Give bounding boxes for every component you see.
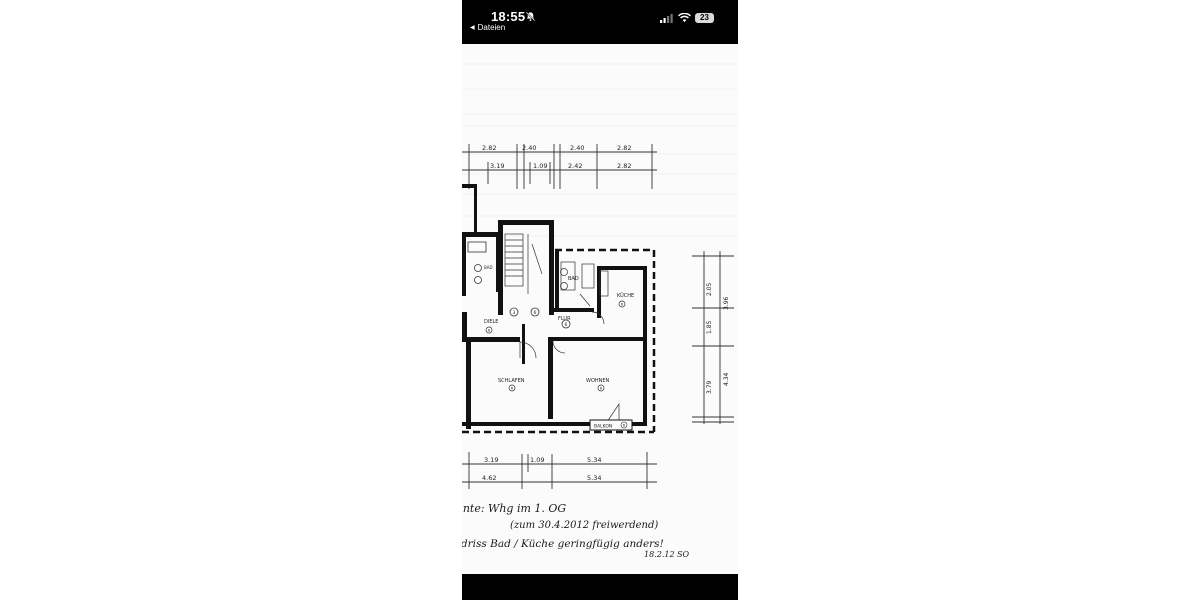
- stair-number-1: 3: [513, 310, 516, 316]
- dim-right-4: 3.96: [723, 296, 730, 310]
- dim-bottom-3: 5.34: [587, 456, 601, 464]
- room-kueche: KÜCHE: [617, 292, 634, 299]
- room-number-wohnen: 6: [600, 386, 603, 391]
- dim-right-5: 4.34: [723, 372, 730, 386]
- bell-slash-icon: [525, 11, 536, 22]
- note-line-1: Variante: Whg im 1. OG: [462, 502, 566, 515]
- dim-bottom-4: 4.62: [482, 474, 496, 482]
- room-bad: BAD: [568, 276, 579, 282]
- signal-icon: [660, 14, 673, 23]
- note-line-2: (zum 30.4.2012 freiwerdend): [510, 520, 658, 531]
- dim-top-2: 2.40: [522, 144, 536, 152]
- bottom-bar: [462, 574, 738, 600]
- back-label: Dateien: [477, 23, 506, 32]
- phone-screen: 18:55 ◀ Dateien 23: [462, 0, 738, 600]
- floor-plan-drawing: 2.82 2.40 2.40 2.82 3.19 1.09 2.42 2.82 …: [462, 63, 738, 559]
- status-bar: 18:55 ◀ Dateien 23: [462, 0, 738, 44]
- dim-bottom-1: 3.19: [484, 456, 498, 464]
- room-number-schlafen: 6: [511, 386, 514, 391]
- room-number-kueche: 6: [621, 302, 624, 307]
- room-wohnen: WOHNEN: [586, 378, 610, 384]
- dim-bottom-2: 1.09: [530, 456, 544, 464]
- battery-icon: 23: [695, 13, 714, 23]
- dim-top-4: 2.82: [617, 144, 631, 152]
- stair-number-3: 6: [565, 322, 568, 328]
- note-line-4: 18.2.12 SO: [644, 550, 690, 559]
- dim-right-1: 2.05: [706, 282, 713, 296]
- status-time: 18:55: [491, 9, 526, 24]
- room-number-balkon: 6: [623, 423, 626, 428]
- dim-right-2: 1.85: [706, 320, 713, 334]
- dim-bottom-5: 5.34: [587, 474, 601, 482]
- room-balkon: BALKON: [594, 424, 612, 430]
- room-flur: FLUR: [558, 316, 571, 322]
- note-line-3: Grundriss Bad / Küche geringfügig anders…: [462, 538, 664, 550]
- room-bad-left: BAD: [484, 265, 493, 270]
- stair-number-2: 6: [534, 310, 537, 316]
- dim-top-5: 3.19: [490, 162, 504, 170]
- room-number-diele: 6: [488, 328, 491, 333]
- dim-top-7: 2.42: [568, 162, 582, 170]
- dim-top-6: 1.09: [533, 162, 547, 170]
- back-arrow-icon: ◀: [470, 25, 475, 31]
- wifi-icon: [678, 13, 691, 23]
- back-to-files-button[interactable]: ◀ Dateien: [470, 23, 505, 32]
- dim-top-1: 2.82: [482, 144, 496, 152]
- dim-right-3: 3.79: [706, 380, 713, 394]
- room-schlafen: SCHLAFEN: [498, 378, 525, 384]
- floor-plan-document[interactable]: 2.82 2.40 2.40 2.82 3.19 1.09 2.42 2.82 …: [462, 44, 738, 574]
- room-diele: DIELE: [484, 319, 498, 325]
- dim-top-8: 2.82: [617, 162, 631, 170]
- dim-top-3: 2.40: [570, 144, 584, 152]
